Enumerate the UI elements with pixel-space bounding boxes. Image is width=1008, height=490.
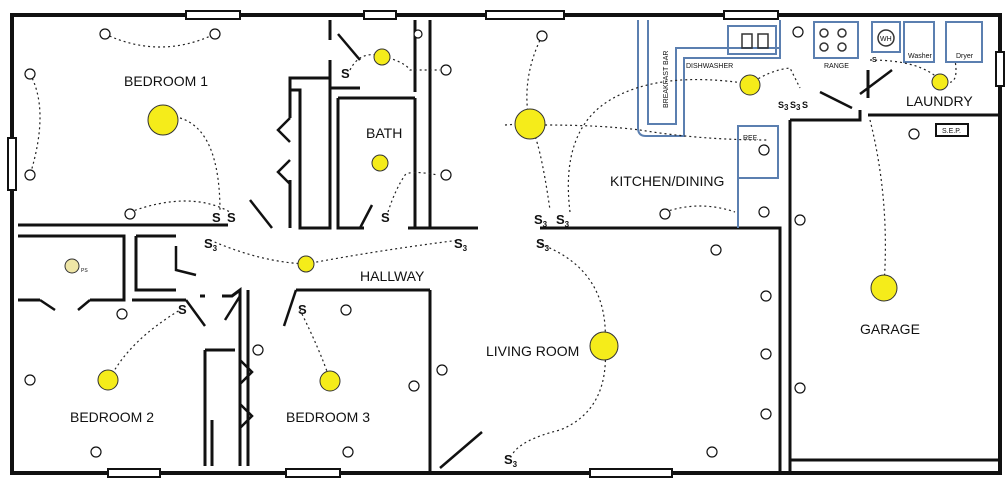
label-garage: GARAGE <box>860 321 920 337</box>
label-wh: WH <box>880 36 892 43</box>
range-burners <box>741 28 895 52</box>
switch-living-a: S3 <box>536 236 550 253</box>
label-dryer: Dryer <box>956 53 974 60</box>
room-labels: BEDROOM 1 BATH KITCHEN/DINING LAUNDRY HA… <box>70 73 973 425</box>
label-bath: BATH <box>366 125 402 141</box>
switch-bath-closet: S <box>341 66 350 81</box>
label-ps: PS <box>81 268 88 274</box>
fixture-bedroom3 <box>319 370 341 392</box>
fixture-laundry <box>931 73 949 91</box>
light-fixtures <box>64 48 949 392</box>
label-bedroom1: BEDROOM 1 <box>124 73 208 89</box>
switches: S S S S S3 S3 S3 S3 S3 S3 S S S3 S3 S S <box>178 57 877 469</box>
switch-bath: S <box>381 210 390 225</box>
fixture-hallway <box>297 255 315 273</box>
kitchen-cabinets <box>637 20 983 228</box>
label-ref: REF. <box>743 135 758 142</box>
label-sep: S.E.P. <box>942 128 961 135</box>
switch-bed3: S <box>298 302 307 317</box>
fixture-kitchen-2 <box>739 74 761 96</box>
label-washer: Washer <box>908 53 933 60</box>
outlets <box>24 26 920 458</box>
fixture-bedroom1 <box>147 104 179 136</box>
switch-laundry-3: S <box>802 100 808 110</box>
label-living: LIVING ROOM <box>486 343 579 359</box>
label-laundry: LAUNDRY <box>906 93 973 109</box>
label-dishwasher: DISHWASHER <box>686 63 733 70</box>
switch-laundry-2: S3 <box>790 100 801 112</box>
switch-laundry-1: S3 <box>778 100 789 112</box>
switch-hall-a: S3 <box>204 236 218 253</box>
doors <box>39 33 893 469</box>
label-kitchen: KITCHEN/DINING <box>610 173 724 189</box>
label-hallway: HALLWAY <box>360 268 425 284</box>
label-range: RANGE <box>824 63 849 70</box>
label-bedroom3: BEDROOM 3 <box>286 409 370 425</box>
fixture-garage <box>870 274 898 302</box>
fixture-living <box>589 331 619 361</box>
switch-kitchen-a: S3 <box>534 212 548 229</box>
fixture-ps <box>64 258 80 274</box>
wiring <box>29 33 957 456</box>
label-breakfast-bar: BREAKFAST BAR <box>663 51 670 108</box>
fixture-kitchen-1 <box>514 108 546 140</box>
switch-bed2: S <box>178 302 187 317</box>
switch-bed1-a: S <box>212 210 221 225</box>
fixture-bath <box>371 154 389 172</box>
switch-living-b: S3 <box>504 452 518 469</box>
switch-kitchen-b: S3 <box>556 212 570 229</box>
appliance-labels: BREAKFAST BAR DISHWASHER RANGE REF. WH W… <box>81 36 974 274</box>
switch-hall-b: S3 <box>454 236 468 253</box>
label-bedroom2: BEDROOM 2 <box>70 409 154 425</box>
fixture-bedroom2 <box>97 369 119 391</box>
interior-walls <box>18 20 998 472</box>
fixture-bath-closet <box>373 48 391 66</box>
windows <box>7 10 1005 478</box>
switch-bed1-b: S <box>227 210 236 225</box>
switch-laundry-4: S <box>872 57 877 64</box>
